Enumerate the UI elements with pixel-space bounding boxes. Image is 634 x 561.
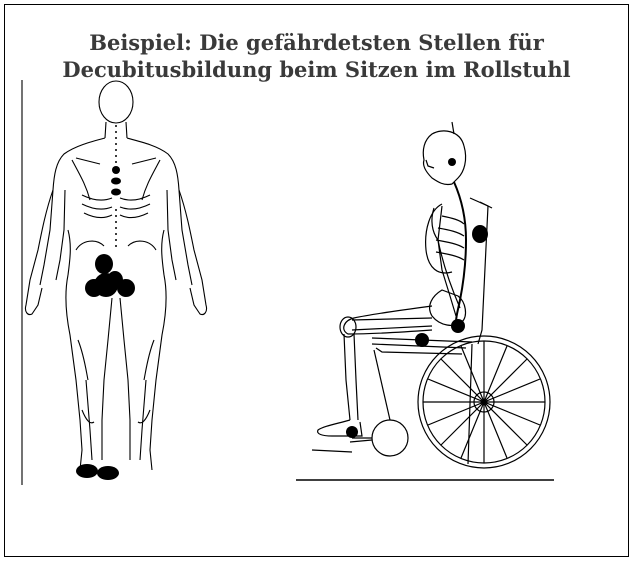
seated-skeleton-wheelchair-icon	[292, 120, 562, 495]
slide-title: Beispiel: Die gefährdetsten Stellen für …	[5, 29, 628, 83]
pressure-points-side	[346, 158, 488, 438]
title-line-1: Beispiel: Die gefährdetsten Stellen für	[5, 29, 628, 56]
human-body-back-view-icon	[20, 80, 210, 490]
title-line-2: Decubitusbildung beim Sitzen im Rollstuh…	[5, 56, 628, 83]
